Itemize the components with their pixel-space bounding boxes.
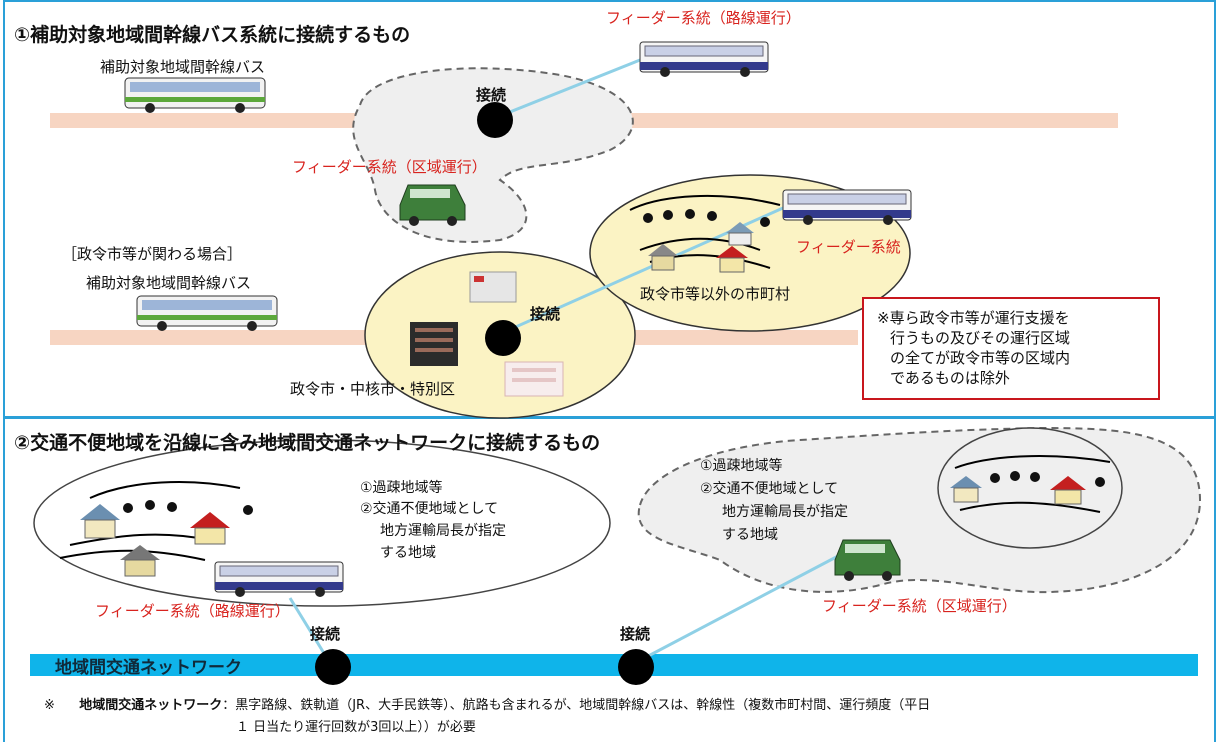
house-icon [726, 222, 754, 246]
feeder-route-label: フィーダー系統（路線運行） [606, 9, 801, 27]
feeder-link-line-1 [494, 58, 641, 120]
note-line: であるものは除外 [890, 369, 1010, 387]
footnote-mark: ※ [44, 698, 55, 713]
note-line: ※専ら政令市等が運行支援を [877, 309, 1070, 327]
house-icon [120, 545, 160, 577]
left-area-line: ①過疎地域等 [360, 480, 443, 496]
right-area-line: 地方運輸局長が指定 [722, 504, 848, 520]
connection-label-2: 接続 [530, 305, 561, 323]
van-icon [399, 184, 466, 226]
bus-icon [136, 295, 278, 331]
network-label: 地域間交通ネットワーク [55, 658, 242, 678]
footnote-text-1: ：黒字路線、鉄軌道（JR、大手民鉄等）、航路も含まれるが、地域間幹線バスは、幹線… [222, 698, 931, 713]
designated-case-label: ［政令市等が関わる場合］ [62, 245, 243, 263]
house-icon [80, 504, 120, 539]
house-icon [950, 476, 982, 503]
feeder-link-line-4 [634, 553, 841, 665]
section2-heading: ②交通不便地域を沿線に含み地域間交通ネットワークに接続するもの [14, 432, 601, 454]
warehouse-icon [469, 271, 517, 303]
office-building-icon [410, 322, 458, 366]
exclusion-note-box: ※専ら政令市等が運行支援を 行うもの及びその運行区域 の全てが政令市等の区域内 … [862, 297, 1160, 400]
van-icon [834, 539, 901, 581]
footnote-line-1: ※ 地域間交通ネットワーク：黒字路線、鉄軌道（JR、大手民鉄等）、航路も含まれる… [44, 694, 930, 713]
right-area-line: ①過疎地域等 [700, 458, 783, 474]
feeder-area-label: フィーダー系統（区域運行） [292, 158, 487, 176]
connection-point-2 [485, 320, 521, 356]
connection-label: 接続 [476, 86, 507, 104]
right-area-line: ②交通不便地域として [700, 481, 839, 497]
connection-point-3 [315, 649, 351, 685]
trunk-bus-label-2: 補助対象地域間幹線バス [86, 274, 252, 292]
feeder-label: フィーダー系統 [796, 238, 901, 256]
footnote-term: 地域間交通ネットワーク [79, 698, 223, 713]
bus-icon [214, 561, 344, 597]
house-icon [190, 512, 230, 545]
note-line: の全てが政令市等の区域内 [890, 349, 1071, 367]
note-line: 行うもの及びその運行区域 [890, 329, 1071, 347]
bus-icon [782, 189, 912, 225]
rural-landscape-3 [954, 455, 1111, 513]
bus-icon [124, 77, 266, 113]
house-icon [1050, 476, 1086, 505]
other-municipality-label: 政令市等以外の市町村 [640, 285, 791, 303]
section1-heading: ①補助対象地域間幹線バス系統に接続するもの [14, 24, 411, 46]
connection-point-4 [618, 649, 654, 685]
feeder-route-label-2: フィーダー系統（路線運行） [95, 602, 290, 620]
left-area-line: 地方運輸局長が指定 [380, 523, 506, 539]
designated-city-label: 政令市・中核市・特別区 [290, 380, 456, 398]
feeder-area-label-2: フィーダー系統（区域運行） [822, 597, 1017, 615]
trunk-bus-label: 補助対象地域間幹線バス [100, 58, 266, 76]
left-area-line: ②交通不便地域として [360, 501, 499, 517]
connection-label-left: 接続 [310, 625, 341, 643]
house-icon [648, 244, 678, 271]
house-icon [716, 246, 748, 273]
right-area-line: する地域 [722, 527, 778, 543]
tree-icon [123, 209, 1105, 515]
rural-landscape-2 [59, 481, 241, 561]
connection-label-right: 接続 [620, 625, 651, 643]
bus-icon [639, 41, 769, 77]
left-area-line: する地域 [380, 545, 436, 561]
connection-point-1 [477, 102, 513, 138]
hospital-icon [504, 361, 564, 397]
footnote-line-2: １ 日当たり運行回数が3回以上））が必要 [236, 720, 476, 735]
